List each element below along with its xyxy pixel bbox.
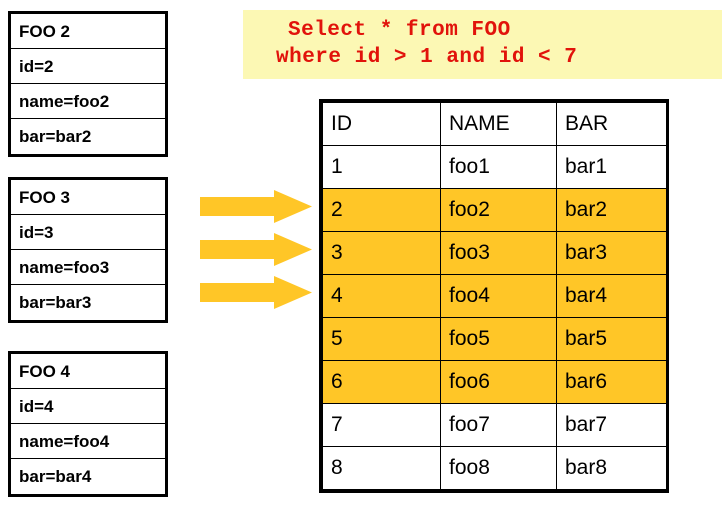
record-box-foo4: FOO 4 id=4 name=foo4 bar=bar4 — [8, 351, 168, 497]
cell-id: 4 — [322, 274, 441, 318]
cell-name: foo5 — [440, 317, 557, 361]
sql-query-line-2: where id > 1 and id < 7 — [276, 46, 578, 69]
cell-name: foo8 — [440, 446, 557, 490]
table-row: 1 foo1 bar1 — [322, 145, 667, 189]
cell-name: foo4 — [440, 274, 557, 318]
table-row: 6 foo6 bar6 — [322, 360, 667, 404]
table-row: 7 foo7 bar7 — [322, 403, 667, 447]
cell-bar: bar3 — [556, 231, 667, 275]
result-table: ID NAME BAR 1 foo1 bar1 2 foo2 bar2 3 fo… — [319, 99, 669, 493]
column-header-id: ID — [322, 102, 441, 146]
cell-bar: bar6 — [556, 360, 667, 404]
right-arrow-icon — [200, 190, 312, 223]
record-title: FOO 3 — [11, 180, 165, 215]
table-header-row: ID NAME BAR — [322, 102, 667, 146]
cell-bar: bar8 — [556, 446, 667, 490]
record-title: FOO 4 — [11, 354, 165, 389]
cell-bar: bar4 — [556, 274, 667, 318]
cell-id: 5 — [322, 317, 441, 361]
cell-id: 1 — [322, 145, 441, 189]
sql-query-line-1: Select * from FOO — [288, 19, 511, 42]
right-arrow-icon — [200, 233, 312, 266]
table-row: 2 foo2 bar2 — [322, 188, 667, 232]
table-row: 3 foo3 bar3 — [322, 231, 667, 275]
cell-bar: bar7 — [556, 403, 667, 447]
cell-id: 3 — [322, 231, 441, 275]
cell-name: foo1 — [440, 145, 557, 189]
flow-arrows — [200, 190, 316, 312]
right-arrow-icon — [200, 276, 312, 309]
record-field-bar: bar=bar4 — [19, 467, 92, 486]
cell-id: 6 — [322, 360, 441, 404]
cell-name: foo2 — [440, 188, 557, 232]
record-field-bar: bar=bar2 — [19, 127, 92, 146]
cell-id: 8 — [322, 446, 441, 490]
table-row: 5 foo5 bar5 — [322, 317, 667, 361]
column-header-name: NAME — [440, 102, 557, 146]
cell-name: foo6 — [440, 360, 557, 404]
cell-id: 2 — [322, 188, 441, 232]
record-field-name: name=foo2 — [11, 84, 165, 119]
column-header-bar: BAR — [556, 102, 667, 146]
sql-query-box: Select * from FOO where id > 1 and id < … — [243, 10, 722, 79]
record-box-foo2: FOO 2 id=2 name=foo2 bar=bar2 — [8, 11, 168, 157]
table-row: 8 foo8 bar8 — [322, 446, 667, 490]
record-field-name: name=foo4 — [11, 424, 165, 459]
table-body: 1 foo1 bar1 2 foo2 bar2 3 foo3 bar3 4 fo… — [322, 145, 667, 490]
cell-id: 7 — [322, 403, 441, 447]
cell-name: foo3 — [440, 231, 557, 275]
record-field-id: id=2 — [11, 49, 165, 84]
cell-name: foo7 — [440, 403, 557, 447]
cell-bar: bar2 — [556, 188, 667, 232]
record-field-bar: bar=bar3 — [19, 293, 92, 312]
record-field-id: id=3 — [11, 215, 165, 250]
cell-bar: bar5 — [556, 317, 667, 361]
table-row: 4 foo4 bar4 — [322, 274, 667, 318]
record-box-foo3: FOO 3 id=3 name=foo3 bar=bar3 — [8, 177, 168, 323]
record-title: FOO 2 — [11, 14, 165, 49]
record-field-id: id=4 — [11, 389, 165, 424]
record-field-name: name=foo3 — [11, 250, 165, 285]
cell-bar: bar1 — [556, 145, 667, 189]
